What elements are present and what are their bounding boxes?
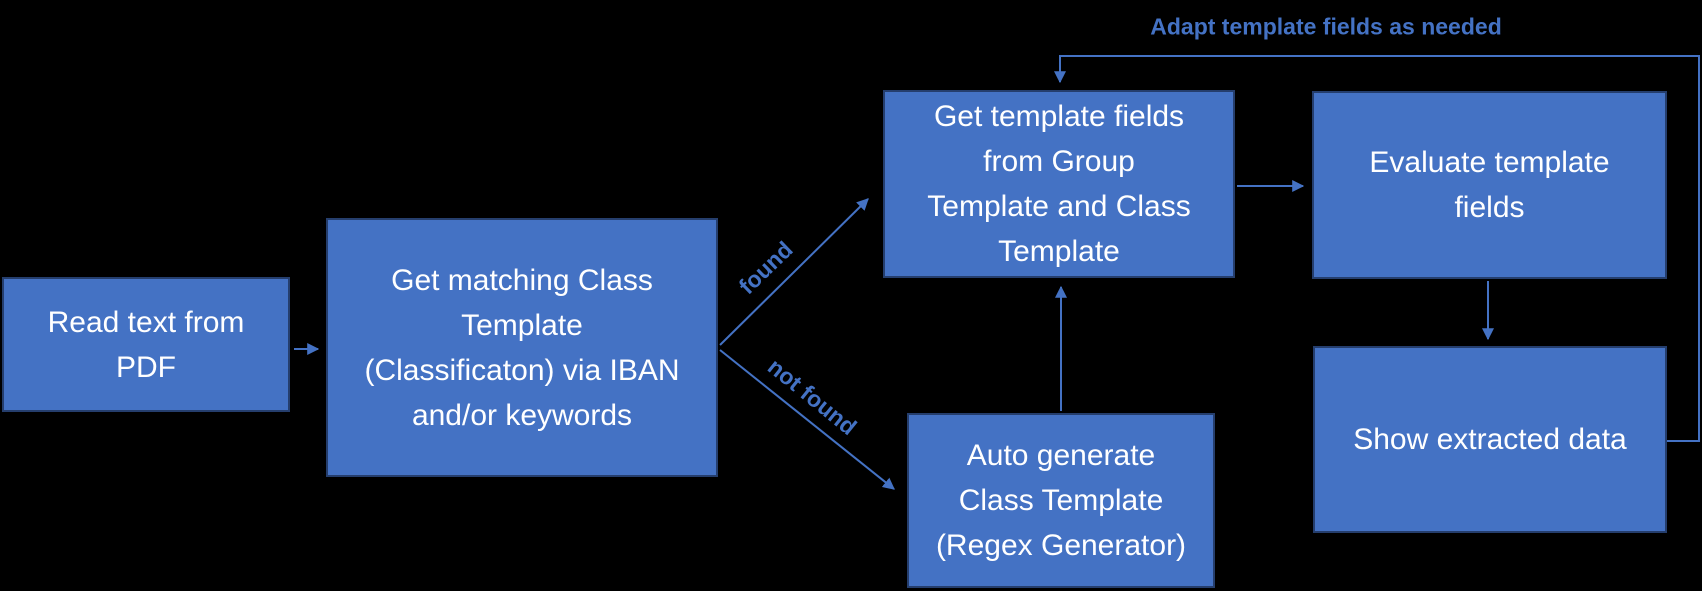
node-get-template-fields: Get template fields from Group Template … — [883, 90, 1235, 278]
node-evaluate-template-fields: Evaluate template fields — [1312, 91, 1667, 279]
node-show-extracted-data: Show extracted data — [1313, 346, 1667, 533]
node-label: Get template fields from Group Template … — [927, 100, 1191, 268]
edge-not-found — [719, 349, 895, 490]
edge-found — [719, 198, 869, 346]
node-get-matching-class-template: Get matching Class Template (Classificat… — [326, 218, 718, 477]
node-label: Show extracted data — [1353, 423, 1627, 456]
edge-label-adapt-template-fields: Adapt template fields as needed — [1150, 13, 1502, 40]
edge-adapt-feedback-loop — [1054, 55, 1700, 442]
node-label: Auto generate Class Template (Regex Gene… — [935, 439, 1187, 562]
node-label: Read text from PDF — [47, 305, 245, 384]
node-label: Get matching Class Template (Classificat… — [364, 263, 680, 432]
node-read-text-from-pdf: Read text from PDF — [2, 277, 290, 412]
node-label: Evaluate template fields — [1369, 146, 1610, 224]
node-auto-generate-class-template: Auto generate Class Template (Regex Gene… — [907, 413, 1215, 588]
